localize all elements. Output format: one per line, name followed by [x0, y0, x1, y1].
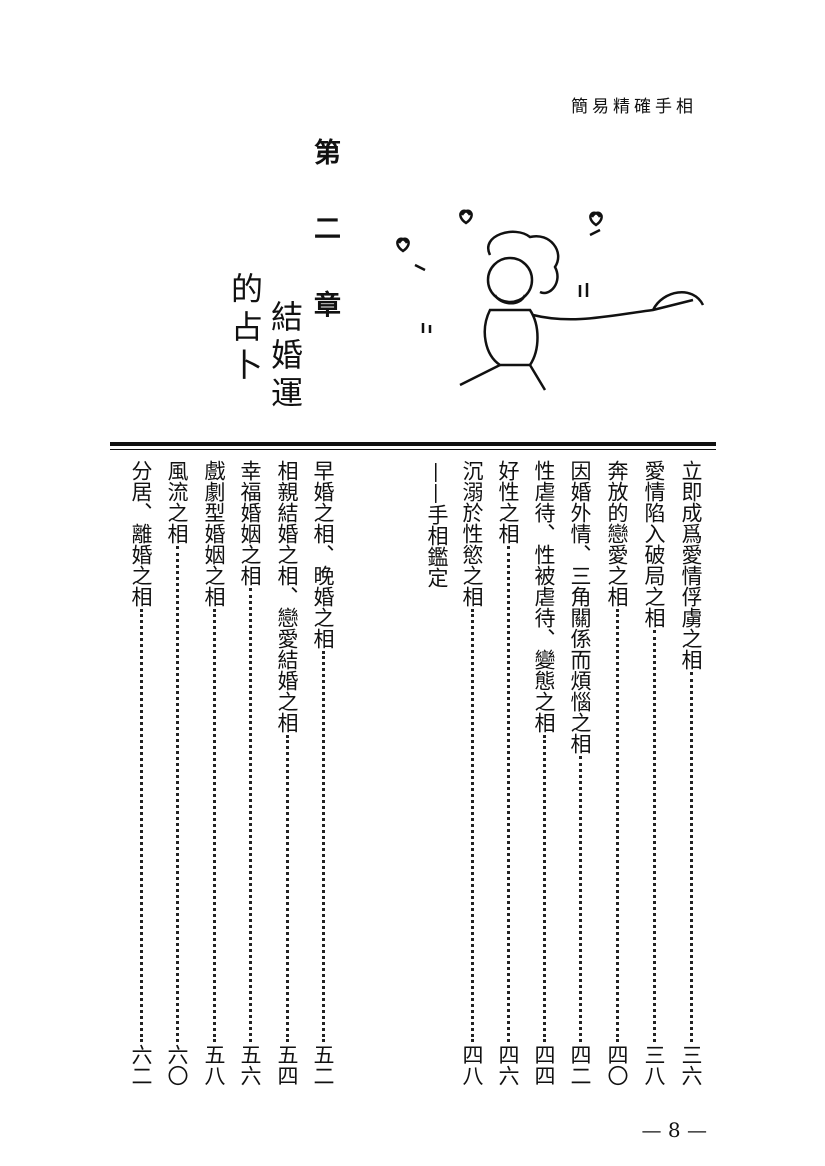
toc-page: 五六: [238, 1044, 262, 1086]
toc-entry[interactable]: 好性之相四六: [491, 460, 525, 1086]
toc-entry[interactable]: 因婚外情、三角關係而煩惱之相四二: [563, 460, 597, 1086]
toc-title: 戲劇型婚姻之相: [202, 460, 226, 607]
toc-page: 五四: [275, 1044, 299, 1086]
dot-leader: [145, 546, 179, 1042]
dot-leader: [476, 546, 510, 1042]
toc-entry[interactable]: 奔放的戀愛之相四〇: [600, 460, 634, 1086]
divider-thin: [110, 449, 716, 450]
toc-entry[interactable]: 相親結婚之相、戀愛結婚之相五四: [270, 460, 304, 1086]
toc-title: 早婚之相、晚婚之相: [311, 460, 335, 649]
toc-title: 沉溺於性慾之相: [460, 460, 484, 607]
dot-leader: [218, 588, 252, 1042]
toc-page: 四〇: [605, 1044, 629, 1086]
toc-title: 分居、離婚之相: [129, 460, 153, 607]
toc-title: 立即成爲愛情俘虜之相: [679, 460, 703, 670]
toc-page: 四六: [496, 1044, 520, 1086]
page-number: — 8 —: [641, 1118, 707, 1142]
dot-leader: [512, 735, 546, 1042]
toc-page: 六二: [129, 1044, 153, 1086]
toc-entry[interactable]: 早婚之相、晚婚之相五二: [306, 460, 340, 1086]
toc-page: 四八: [460, 1044, 484, 1086]
section-heading: ——手相鑑定: [425, 462, 449, 588]
toc-title: 好性之相: [496, 460, 520, 544]
toc-page: 六〇: [165, 1044, 189, 1086]
chapter-title-line1: 結婚運: [266, 300, 304, 414]
toc-entry[interactable]: 幸福婚姻之相五六: [233, 460, 267, 1086]
dot-leader: [659, 672, 693, 1042]
dot-leader: [585, 609, 619, 1042]
toc-entry[interactable]: 風流之相六〇: [160, 460, 194, 1086]
heart-icon: [396, 237, 410, 253]
cartoon-illustration: [396, 209, 705, 391]
toc-entry[interactable]: 立即成爲愛情俘虜之相三六: [674, 460, 708, 1086]
toc-entry[interactable]: 性虐待、性被虐待、變態之相四四: [527, 460, 561, 1086]
toc-entry[interactable]: 沉溺於性慾之相四八: [455, 460, 489, 1086]
toc-title: 性虐待、性被虐待、變態之相: [532, 460, 556, 733]
dot-leader: [440, 609, 474, 1042]
toc-page: 四二: [568, 1044, 592, 1086]
toc-title: 愛情陷入破局之相: [642, 460, 666, 628]
toc-page: 三八: [642, 1044, 666, 1086]
toc-title: 風流之相: [165, 460, 189, 544]
heart-icon: [459, 209, 473, 225]
dot-leader: [548, 756, 582, 1042]
toc-title: 相親結婚之相、戀愛結婚之相: [275, 460, 299, 733]
toc-page: 三六: [679, 1044, 703, 1086]
dot-leader: [255, 735, 289, 1042]
toc-page: 五二: [311, 1044, 335, 1086]
toc-title: 奔放的戀愛之相: [605, 460, 629, 607]
toc-page: 五八: [202, 1044, 226, 1086]
dot-leader: [291, 651, 325, 1042]
running-header: 簡易精確手相: [571, 97, 697, 117]
divider-thick: [110, 442, 716, 446]
chapter-title-line2: 的占卜: [226, 272, 264, 386]
chapter-number: 第 二 章: [309, 138, 340, 338]
dot-leader: [109, 609, 143, 1042]
toc-entry[interactable]: 分居、離婚之相六二: [124, 460, 158, 1086]
heart-icon: [589, 211, 603, 227]
toc-title: 因婚外情、三角關係而煩惱之相: [568, 460, 592, 754]
dot-leader: [182, 609, 216, 1042]
dot-leader: [622, 630, 656, 1042]
toc-entry[interactable]: 愛情陷入破局之相三八: [637, 460, 671, 1086]
toc-page: 四四: [532, 1044, 556, 1086]
toc-title: 幸福婚姻之相: [238, 460, 262, 586]
toc-entry[interactable]: 戲劇型婚姻之相五八: [197, 460, 231, 1086]
